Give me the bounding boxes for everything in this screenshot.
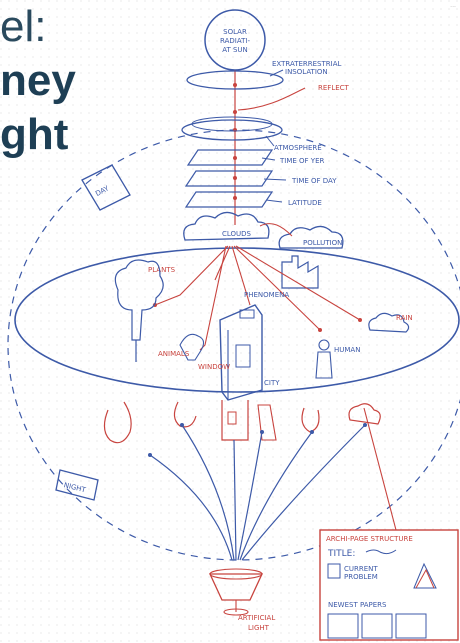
- reflect-label: REFLECT: [318, 84, 350, 92]
- tree-icon: [114, 259, 164, 341]
- headline-line-2: ney: [0, 56, 76, 105]
- plants-label: PLANTS: [148, 266, 176, 274]
- atmosphere-disk: [181, 119, 283, 141]
- clouds-shape: [183, 211, 270, 241]
- underground-shape-icon: [257, 404, 277, 441]
- underground-building-icon: [221, 400, 249, 441]
- corner-note: ...: [450, 2, 456, 9]
- insolation-pointer: [269, 69, 284, 77]
- pollution-label: POLLUTION: [303, 239, 342, 247]
- light-dot: [180, 423, 184, 427]
- lamp-icon: [208, 573, 264, 601]
- card-current-1: CURRENT: [344, 565, 378, 573]
- card-title-field: TITLE:: [327, 549, 355, 559]
- human-dot: [318, 328, 322, 332]
- time-of-year-label: TIME OF YER: [279, 157, 324, 165]
- time-of-year-pointer: [261, 157, 276, 161]
- city-building: [219, 304, 263, 401]
- solar-panel: [239, 309, 255, 319]
- human-label: HUMAN: [334, 346, 360, 354]
- card-newest: NEWEST PAPERS: [328, 601, 387, 609]
- insolation-label-1: EXTRATERRESTRIAL: [272, 60, 341, 68]
- insolation-disk: [186, 70, 284, 90]
- card-paper-3: [395, 613, 427, 639]
- rain-label: RAIN: [396, 314, 413, 322]
- latitude-pointer: [265, 199, 283, 203]
- underground-animal-icon: [173, 401, 197, 428]
- city-label: CITY: [264, 379, 280, 387]
- time-of-day-plate: [184, 170, 274, 187]
- light-dot: [310, 430, 314, 434]
- night-tag: [55, 469, 99, 501]
- red-branch-lines: [154, 245, 361, 351]
- phenomena-label: PHENOMENA: [244, 291, 289, 299]
- reflect-arrow: [237, 87, 306, 111]
- clouds-label: CLOUDS: [222, 230, 252, 238]
- insolation-label-2: INSOLATION: [285, 68, 328, 76]
- time-of-day-pointer: [263, 178, 287, 181]
- underground-window: [227, 411, 237, 425]
- pollution-cloud-shape: [278, 225, 344, 249]
- pollution-link: [259, 223, 293, 237]
- time-of-year-plate: [186, 149, 274, 166]
- atmosphere-label: ATMOSPHERE: [274, 144, 322, 152]
- underground-cloud-icon: [348, 403, 381, 425]
- card-doc-icon: [327, 563, 341, 579]
- day-tag: [81, 164, 131, 211]
- animals-label: ANIMALS: [158, 350, 190, 358]
- chain-dot: [233, 110, 237, 114]
- card-paper-2: [361, 613, 393, 639]
- latitude-plate: [184, 191, 274, 208]
- window-label: WINDOW: [198, 363, 230, 371]
- card-house-icon: [413, 562, 437, 589]
- sun-label-2: RADIATI-: [220, 37, 250, 45]
- factory-icon: [281, 255, 319, 289]
- chain-dot: [233, 83, 237, 87]
- card-title: ARCHI-PAGE STRUCTURE: [326, 535, 413, 543]
- headline-line-1: el:: [0, 2, 47, 51]
- bird-icon: [179, 333, 205, 361]
- atmosphere-disk-inner: [191, 116, 273, 132]
- artificial-light-label-1: ARTIFICIAL: [238, 614, 275, 622]
- card-pointer: [363, 407, 397, 531]
- light-dot: [148, 453, 152, 457]
- human-head: [318, 339, 330, 351]
- time-of-day-label: TIME OF DAY: [291, 177, 337, 185]
- sun-label-3: AT SUN: [222, 46, 248, 54]
- human-body: [315, 351, 333, 379]
- atmosphere-pointer: [265, 135, 275, 147]
- headline-line-3: ght: [0, 110, 69, 159]
- sun-label-1: SOLAR: [223, 28, 247, 36]
- archi-page-card: ARCHI-PAGE STRUCTURE TITLE: CURRENT PROB…: [319, 529, 459, 641]
- earth-disk: [14, 247, 460, 393]
- chain-dot: [233, 176, 237, 180]
- light-dot: [363, 423, 367, 427]
- headline: el: ney ght: [0, 0, 76, 162]
- rain-cloud-icon: [368, 312, 410, 333]
- chain-dot: [233, 156, 237, 160]
- lamp-rim: [209, 568, 263, 580]
- artificial-light-lines: [149, 424, 366, 561]
- card-current-2: PROBLEM: [344, 573, 378, 581]
- light-dot: [260, 430, 264, 434]
- building-window: [235, 344, 251, 368]
- rain-dot: [358, 318, 362, 322]
- lamp-base: [223, 608, 249, 616]
- chain-dot: [233, 196, 237, 200]
- latitude-label: LATITUDE: [288, 199, 322, 207]
- artificial-light-label-2: LIGHT: [248, 624, 270, 632]
- underground-root-icon: [103, 401, 132, 444]
- card-paper-1: [327, 613, 359, 639]
